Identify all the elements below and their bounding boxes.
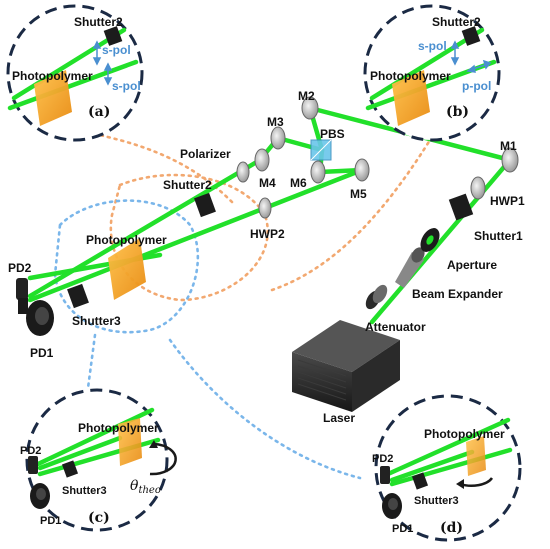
blue-circle-setup xyxy=(53,199,200,334)
inset-a-pol-2: s-pol xyxy=(112,79,141,93)
mirror-m1-icon xyxy=(501,147,519,173)
pd2-label: PD2 xyxy=(8,261,32,275)
attenuator-icon xyxy=(365,284,388,310)
m5-label: M5 xyxy=(350,187,367,201)
inset-c-angle-subscript: theo xyxy=(138,485,160,496)
pbs-label: PBS xyxy=(320,127,345,141)
inset-c-pd2-label: PD2 xyxy=(20,445,41,457)
attenuator-label: Attenuator xyxy=(365,320,426,334)
inset-d-pd1-label: PD1 xyxy=(392,523,413,535)
inset-b-pol-2: p-pol xyxy=(462,79,491,93)
polarizer-icon xyxy=(236,161,250,183)
inset-c-tag: (c) xyxy=(88,510,110,526)
inset-b: Shutter2 s-pol Photopolymer p-pol (b) xyxy=(363,4,501,142)
inset-d-tag: (d) xyxy=(440,520,463,536)
laser-head xyxy=(292,320,400,412)
inset-a: Shutter2 s-pol Photopolymer s-pol (a) xyxy=(6,4,144,142)
beam-m5-to-sample xyxy=(27,167,365,303)
shutter1-icon xyxy=(448,193,474,221)
hwp2-icon xyxy=(258,197,272,219)
inset-c-angle-label: θtheo xyxy=(130,478,161,496)
shutter3-icon xyxy=(67,283,89,309)
beam-expander-label: Beam Expander xyxy=(412,287,503,301)
m1-label: M1 xyxy=(500,139,517,153)
pd1-label: PD1 xyxy=(30,346,54,360)
inset-a-material-label: Photopolymer xyxy=(12,69,93,83)
inset-d-pd2-label: PD2 xyxy=(372,453,393,465)
blue-connector-d xyxy=(168,338,362,480)
inset-c-angle-symbol: θ xyxy=(130,478,139,494)
inset-d: Photopolymer PD2 Shutter3 PD1 (d) xyxy=(372,394,522,542)
inset-c: Photopolymer PD2 Shutter3 PD1 θtheo (c) xyxy=(20,388,177,532)
hwp1-icon xyxy=(470,176,486,200)
orange-connector-b xyxy=(270,138,432,292)
inset-c-pd1-label: PD1 xyxy=(40,515,61,527)
blue-connectors xyxy=(53,199,362,480)
mirror-m6-icon xyxy=(310,160,326,184)
inset-c-material-label: Photopolymer xyxy=(78,421,159,435)
m2-label: M2 xyxy=(298,89,315,103)
inset-b-material-label: Photopolymer xyxy=(370,69,451,83)
pd2-icon xyxy=(16,278,28,300)
inset-a-pol-1: s-pol xyxy=(102,43,131,57)
blue-connector-c xyxy=(86,333,97,390)
inset-b-tag: (b) xyxy=(446,104,469,120)
aperture-label: Aperture xyxy=(447,258,497,272)
m4-label: M4 xyxy=(259,176,276,190)
beam-laser-to-m1 xyxy=(369,157,513,325)
inset-b-pol-1: s-pol xyxy=(418,39,447,53)
inset-a-tag: (a) xyxy=(88,104,110,120)
hwp1-label: HWP1 xyxy=(490,194,525,208)
mirror-m2-icon xyxy=(301,96,319,120)
m6-label: M6 xyxy=(290,176,307,190)
aperture-icon xyxy=(420,228,440,252)
inset-a-shutter-label: Shutter2 xyxy=(74,15,123,29)
polarizer-label: Polarizer xyxy=(180,147,231,161)
shutter3-label: Shutter3 xyxy=(72,314,121,328)
inset-b-shutter-label: Shutter2 xyxy=(432,15,481,29)
laser-label: Laser xyxy=(323,411,355,425)
shutter1-label: Shutter1 xyxy=(474,229,523,243)
inset-d-shutter-label: Shutter3 xyxy=(414,495,459,507)
mirror-m3-icon xyxy=(270,126,286,150)
pbs-icon xyxy=(310,139,332,161)
shutter2-label: Shutter2 xyxy=(163,178,212,192)
photopolymer-label: Photopolymer xyxy=(86,233,167,247)
m3-label: M3 xyxy=(267,115,284,129)
shutter2-icon xyxy=(194,192,216,218)
photopolymer-sample xyxy=(108,238,146,300)
pd1-icon xyxy=(18,298,54,336)
mirror-m4-icon xyxy=(254,148,270,172)
mirror-m5-icon xyxy=(354,158,370,182)
beam-expander-icon xyxy=(395,247,425,288)
inset-d-material-label: Photopolymer xyxy=(424,427,505,441)
hwp2-label: HWP2 xyxy=(250,227,285,241)
inset-c-shutter-label: Shutter3 xyxy=(62,485,107,497)
